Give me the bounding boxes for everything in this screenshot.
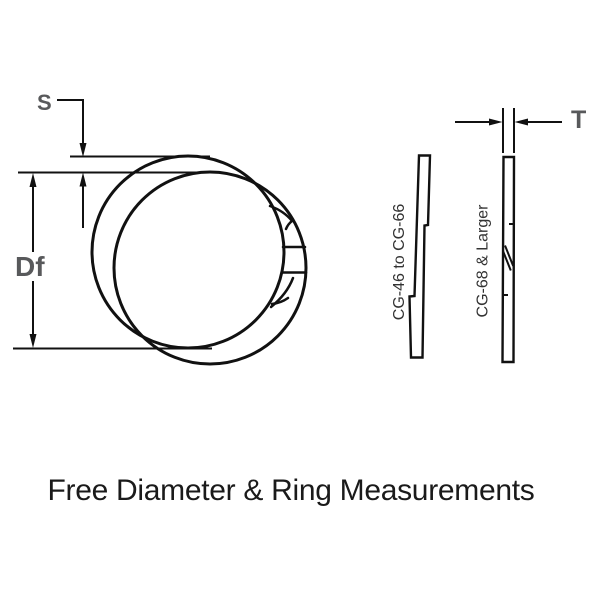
ring-side-views — [408, 154, 516, 364]
dim-s-label: S — [37, 90, 52, 115]
ring-inner-turn-circle — [112, 170, 308, 366]
t-arrowheads — [489, 118, 528, 126]
arrow-up-icon — [79, 172, 87, 187]
spiral-end-details — [268, 204, 308, 309]
bar-crossover-diagonal-2 — [502, 251, 512, 271]
arrow-right-icon — [489, 118, 503, 126]
spiral-top-end-hook — [268, 204, 294, 231]
front-view-dimensions — [13, 99, 212, 350]
side-view-large-sizes — [501, 155, 516, 364]
dim-t-label: T — [571, 106, 586, 134]
page-caption: Free Diameter & Ring Measurements — [48, 474, 535, 507]
spiral-bottom-end-stub — [270, 296, 290, 306]
front-view-arrowheads — [29, 143, 87, 348]
side-view-small-sizes — [408, 154, 432, 359]
t-dimension — [455, 108, 562, 153]
arrow-down-icon — [79, 143, 87, 157]
arrow-left-icon — [514, 118, 528, 126]
s-leader-line — [57, 99, 84, 144]
arrow-down-icon — [29, 334, 37, 348]
dim-df-label: Df — [15, 251, 45, 282]
bar-crossover-diagonal-1 — [504, 245, 515, 267]
large-sizes-section-label: CG-68 & Larger — [475, 204, 492, 318]
small-sizes-section-label: CG-46 to CG-66 — [391, 204, 408, 321]
ring-front-view — [90, 154, 308, 366]
arrow-up-icon — [29, 173, 37, 187]
large-size-bar-details — [502, 223, 515, 296]
